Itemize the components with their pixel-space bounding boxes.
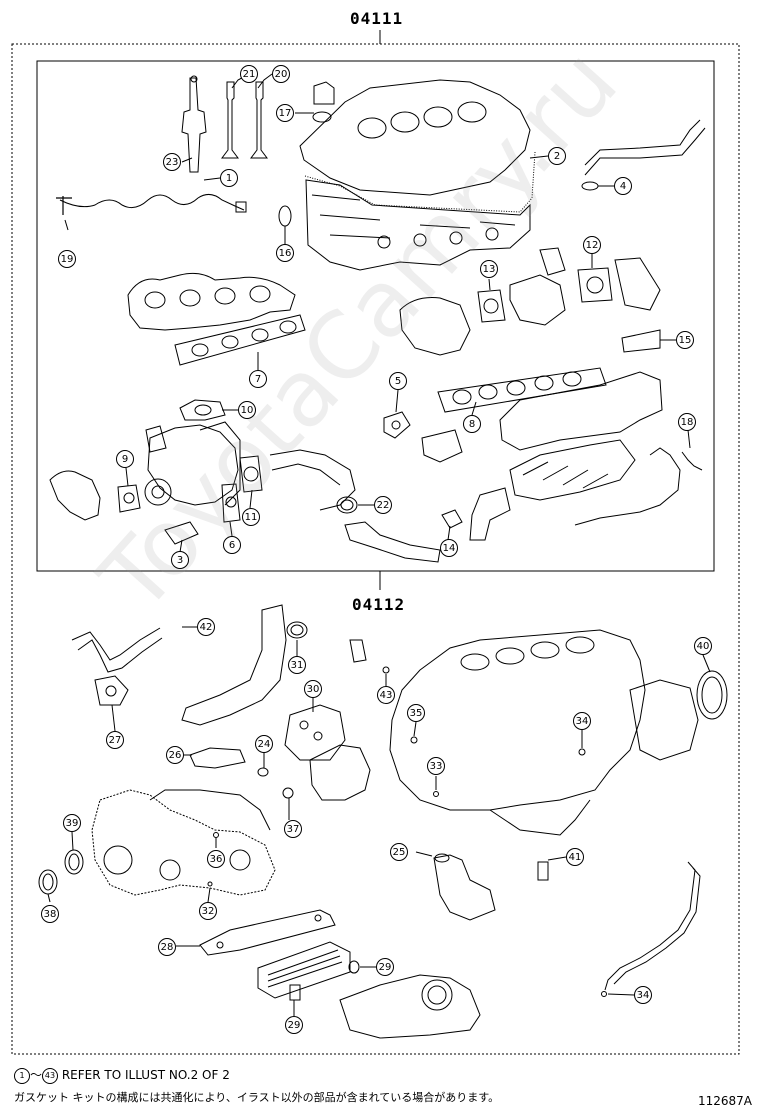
callout-28[interactable]: 28 bbox=[158, 938, 176, 956]
callout-19[interactable]: 19 bbox=[58, 250, 76, 268]
callout-43[interactable]: 43 bbox=[377, 686, 395, 704]
callout-3[interactable]: 3 bbox=[171, 551, 189, 569]
group-code-04112: 04112 bbox=[348, 595, 410, 614]
callout-25[interactable]: 25 bbox=[390, 843, 408, 861]
refer-start-circle: 1 bbox=[14, 1067, 30, 1084]
callout-26[interactable]: 26 bbox=[166, 746, 184, 764]
callout-35[interactable]: 35 bbox=[407, 704, 425, 722]
callout-1[interactable]: 1 bbox=[220, 169, 238, 187]
callout-6[interactable]: 6 bbox=[223, 536, 241, 554]
refer-end-circle: 43 bbox=[42, 1067, 59, 1084]
callout-38[interactable]: 38 bbox=[41, 905, 59, 923]
callout-40[interactable]: 40 bbox=[694, 637, 712, 655]
group-code-04111: 04111 bbox=[346, 9, 408, 28]
callout-13[interactable]: 13 bbox=[480, 260, 498, 278]
outer-boundary bbox=[11, 43, 740, 1055]
japanese-note: ガスケット キットの構成には共通化により、イラスト以外の部品が含まれている場合が… bbox=[14, 1091, 500, 1104]
callout-4[interactable]: 4 bbox=[614, 177, 632, 195]
callout-34b[interactable]: 34 bbox=[634, 986, 652, 1004]
callout-32[interactable]: 32 bbox=[199, 902, 217, 920]
callout-21[interactable]: 21 bbox=[240, 65, 258, 83]
refer-note: 1～43 REFER TO ILLUST NO.2 OF 2 bbox=[14, 1066, 230, 1084]
callout-9[interactable]: 9 bbox=[116, 450, 134, 468]
callout-31[interactable]: 31 bbox=[288, 656, 306, 674]
callout-17[interactable]: 17 bbox=[276, 104, 294, 122]
callout-30[interactable]: 30 bbox=[304, 680, 322, 698]
callout-10[interactable]: 10 bbox=[238, 401, 256, 419]
callout-36[interactable]: 36 bbox=[207, 850, 225, 868]
callout-5[interactable]: 5 bbox=[389, 372, 407, 390]
callout-7[interactable]: 7 bbox=[249, 370, 267, 388]
callout-11[interactable]: 11 bbox=[242, 508, 260, 526]
illustration-number: 112687A bbox=[697, 1094, 752, 1108]
callout-29b[interactable]: 29 bbox=[285, 1016, 303, 1034]
refer-text: REFER TO ILLUST NO.2 OF 2 bbox=[61, 1068, 230, 1082]
callout-41[interactable]: 41 bbox=[566, 848, 584, 866]
callout-18[interactable]: 18 bbox=[678, 413, 696, 431]
callout-23[interactable]: 23 bbox=[163, 153, 181, 171]
callout-20[interactable]: 20 bbox=[272, 65, 290, 83]
callout-42[interactable]: 42 bbox=[197, 618, 215, 636]
callout-39[interactable]: 39 bbox=[63, 814, 81, 832]
callout-15[interactable]: 15 bbox=[676, 331, 694, 349]
callout-29a[interactable]: 29 bbox=[376, 958, 394, 976]
callout-12[interactable]: 12 bbox=[583, 236, 601, 254]
callout-24[interactable]: 24 bbox=[255, 735, 273, 753]
refer-tilde: ～ bbox=[30, 1068, 43, 1082]
callout-8[interactable]: 8 bbox=[463, 415, 481, 433]
callout-34[interactable]: 34 bbox=[573, 712, 591, 730]
inner-frame-04111 bbox=[36, 60, 715, 572]
callout-2[interactable]: 2 bbox=[548, 147, 566, 165]
callout-33[interactable]: 33 bbox=[427, 757, 445, 775]
callout-37[interactable]: 37 bbox=[284, 820, 302, 838]
callout-22[interactable]: 22 bbox=[374, 496, 392, 514]
callout-16[interactable]: 16 bbox=[276, 244, 294, 262]
callout-14[interactable]: 14 bbox=[440, 539, 458, 557]
callout-27[interactable]: 27 bbox=[106, 731, 124, 749]
